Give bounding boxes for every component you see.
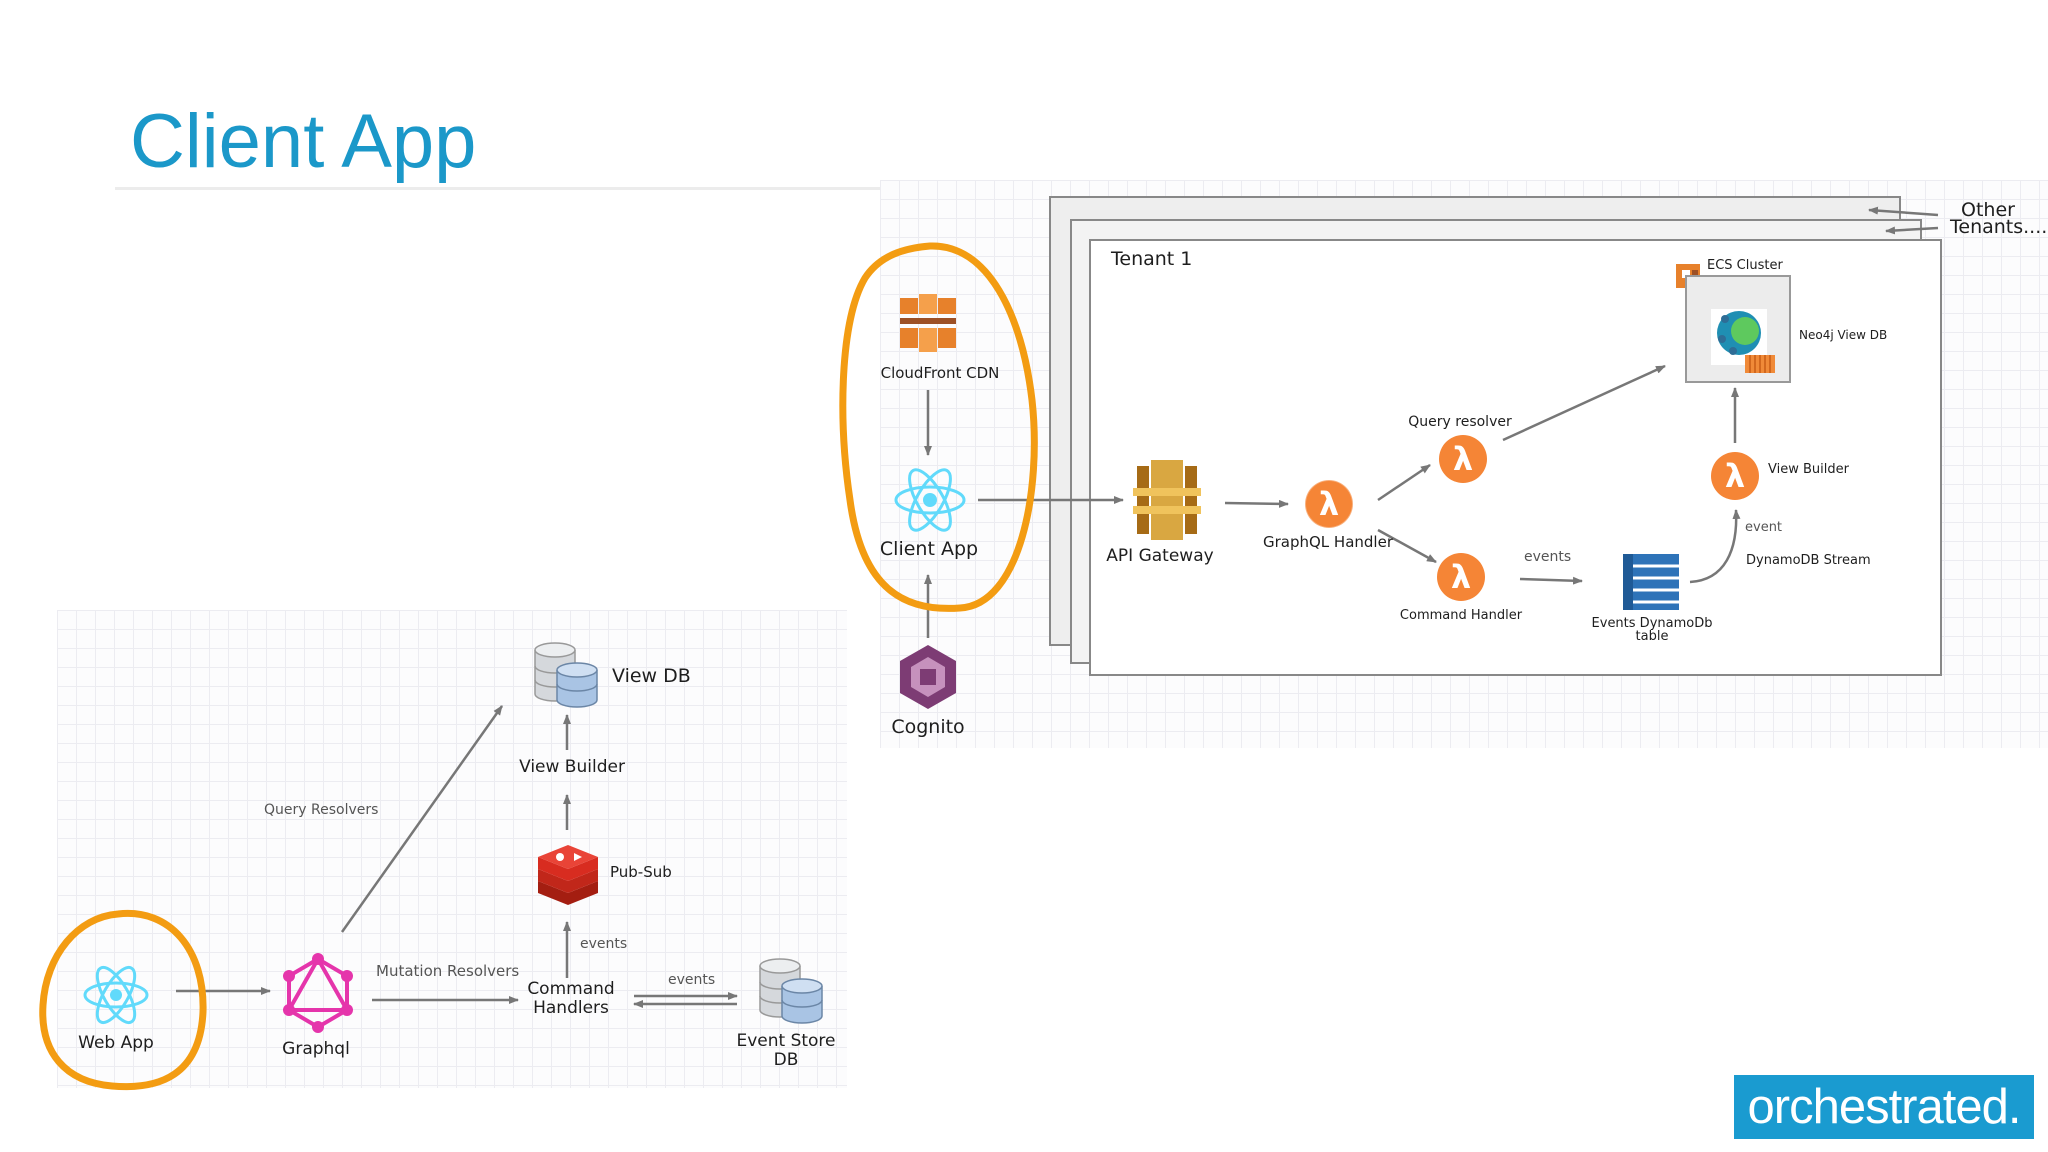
graphql-icon (283, 953, 353, 1033)
left-connectors (176, 705, 738, 1008)
graphql-handler-label: GraphQL Handler (1262, 533, 1394, 551)
graphql-to-viewdb-arrow (340, 705, 504, 933)
other-tenants-arrow-1 (1868, 206, 1939, 217)
event-store-db-icon (759, 958, 823, 1024)
view-db-label: View DB (612, 665, 691, 687)
redis-icon (538, 845, 598, 905)
page-title: Client App (130, 99, 477, 184)
event-store-db-label: Event Store DB (736, 1031, 836, 1070)
react-icon (894, 468, 966, 532)
orchestrated-logo: orchestrated. (1734, 1075, 2034, 1139)
event-label: event (1745, 520, 1783, 535)
query-to-neo4j-arrow (1502, 364, 1666, 442)
cloudfront-icon (900, 294, 956, 352)
api-gateway-icon (1133, 460, 1201, 540)
events-dynamodb-label: Events DynamoDb table (1591, 616, 1713, 644)
cognito-icon (900, 645, 956, 709)
command-handlers-label: Command Handlers (527, 979, 615, 1018)
view-builder-right-label: View Builder (1768, 462, 1849, 477)
web-app-label: Web App (78, 1033, 154, 1053)
ecs-cluster-label: ECS Cluster (1707, 258, 1783, 273)
dynamodb-table-icon (1623, 554, 1679, 610)
lambda-icon: λ (1711, 452, 1759, 500)
left-diagram-canvas (57, 610, 847, 1088)
stream-to-viewbuilder-arrow (1689, 509, 1741, 584)
react-icon (83, 965, 149, 1025)
graphql-label: Graphql (282, 1039, 350, 1059)
graphql-to-query-arrow (1377, 463, 1431, 502)
graphql-to-command-arrow (1377, 528, 1437, 564)
view-db-icon (534, 642, 598, 708)
events-up-label: events (580, 936, 628, 952)
svg-text:λ: λ (1319, 485, 1339, 523)
events-store-label: events (668, 972, 716, 988)
lambda-icon: λ (1437, 553, 1485, 601)
svg-text:λ: λ (1725, 457, 1745, 495)
svg-text:λ: λ (1451, 558, 1471, 596)
api-gateway-label: API Gateway (1106, 546, 1214, 566)
cloudfront-label: CloudFront CDN (880, 364, 1000, 382)
view-builder-label: View Builder (519, 757, 625, 777)
lambda-icon: λ (1439, 435, 1487, 483)
neo4j-view-db-label: Neo4j View DB (1799, 328, 1888, 342)
client-app-highlight-ring (839, 242, 1038, 612)
mutation-resolvers-label: Mutation Resolvers (376, 962, 520, 980)
events-label: events (1524, 549, 1572, 565)
tenant-box (1089, 239, 1942, 676)
other-tenants-arrow-2 (1885, 226, 1939, 235)
other-tenants-label: Other Tenants.... (1950, 199, 2048, 238)
right-connectors (924, 206, 1939, 638)
lambda-icon: λ (1304, 479, 1354, 529)
command-handler-label: Command Handler (1399, 608, 1523, 623)
dynamodb-stream-label: DynamoDB Stream (1746, 553, 1871, 568)
command-to-events-arrow (1519, 576, 1583, 585)
svg-text:λ: λ (1453, 440, 1473, 478)
apigateway-to-graphql-arrow (1224, 499, 1289, 508)
query-resolver-label: Query resolver (1408, 414, 1512, 430)
client-app-label: Client App (879, 538, 979, 560)
tenant-title: Tenant 1 (1111, 248, 1193, 270)
cognito-label: Cognito (891, 716, 965, 738)
query-resolvers-label: Query Resolvers (264, 802, 379, 818)
pub-sub-label: Pub-Sub (610, 863, 672, 881)
neo4j-icon (1711, 309, 1775, 373)
web-app-highlight-ring (39, 909, 207, 1091)
